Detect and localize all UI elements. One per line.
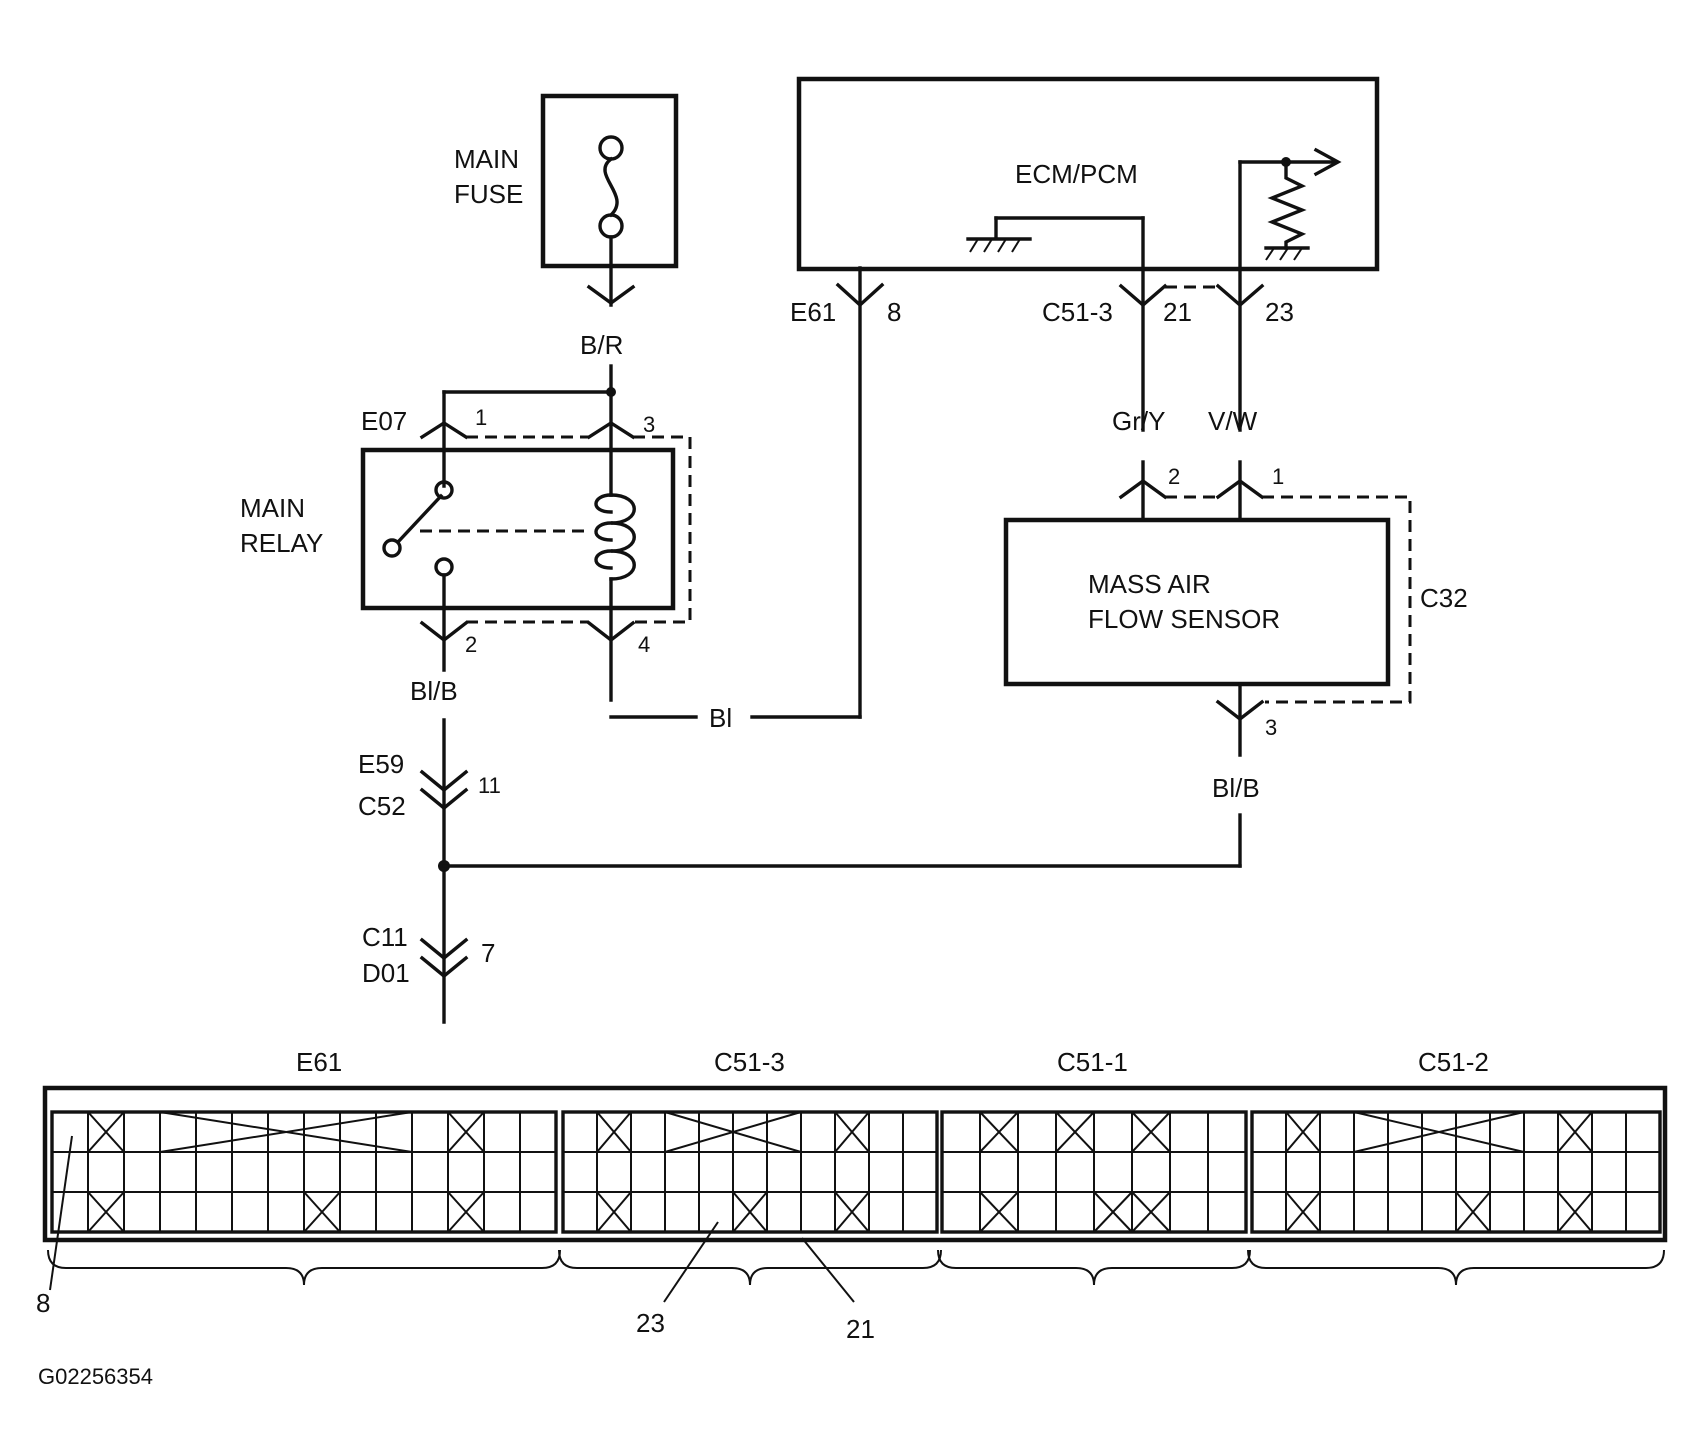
connector-c52-label: C52 [358, 791, 406, 821]
wire-v-w-label: V/W [1208, 406, 1258, 436]
wire-bl-label: Bl [709, 703, 732, 733]
face-callout-23: 23 [636, 1308, 665, 1338]
main-fuse-label-2: FUSE [454, 179, 523, 209]
wire-bl [609, 266, 885, 719]
figure-id: G02256354 [38, 1364, 153, 1389]
face-callout-lines [49, 1135, 855, 1303]
relay-pin-1: 1 [475, 405, 487, 430]
wire-gr-y-label: Gr/Y [1112, 406, 1165, 436]
relay-pin-3: 3 [643, 412, 655, 437]
connector-e61-label: E61 [790, 297, 836, 327]
mass-air-flow-sensor [1003, 460, 1412, 868]
maf-pin-1: 1 [1272, 464, 1284, 489]
maf-pin-3: 3 [1265, 715, 1277, 740]
connector-c11-label: C11 [362, 922, 408, 952]
maf-label-2: FLOW SENSOR [1088, 604, 1280, 634]
connector-c32-label: C32 [1420, 583, 1468, 613]
face-label-e61: E61 [296, 1047, 342, 1077]
main-relay-label-1: MAIN [240, 493, 305, 523]
ecm-pin-21: 21 [1163, 297, 1192, 327]
face-callout-21: 21 [846, 1314, 875, 1344]
wire-bl-b-right-label: Bl/B [1212, 773, 1260, 803]
face-label-c51-3: C51-3 [714, 1047, 785, 1077]
maf-label-1: MASS AIR [1088, 569, 1211, 599]
main-relay-label-2: RELAY [240, 528, 323, 558]
maf-pin-2: 2 [1168, 464, 1180, 489]
relay-pin-4: 4 [638, 632, 650, 657]
ecm-pin-23: 23 [1265, 297, 1294, 327]
connector-e59-label: E59 [358, 749, 404, 779]
face-callout-8: 8 [36, 1288, 50, 1318]
ground-branch [419, 718, 1242, 1024]
ecm-connector-face [42, 1085, 1668, 1286]
ecm-pcm [796, 76, 1380, 432]
main-fuse [540, 93, 679, 307]
main-relay [360, 364, 692, 702]
e59-pin-11: 11 [478, 773, 501, 798]
c11-pin-7: 7 [481, 938, 495, 968]
connector-d01-label: D01 [362, 958, 410, 988]
connector-c51-3-label: C51-3 [1042, 297, 1113, 327]
wire-bl-b-left-label: Bl/B [410, 676, 458, 706]
face-label-c51-2: C51-2 [1418, 1047, 1489, 1077]
face-label-c51-1: C51-1 [1057, 1047, 1128, 1077]
relay-pin-2: 2 [465, 632, 477, 657]
wire-br-label: B/R [580, 330, 623, 360]
ecm-pin-8: 8 [887, 297, 901, 327]
ecm-label: ECM/PCM [1015, 159, 1138, 189]
main-fuse-label-1: MAIN [454, 144, 519, 174]
connector-e07-label: E07 [361, 406, 407, 436]
